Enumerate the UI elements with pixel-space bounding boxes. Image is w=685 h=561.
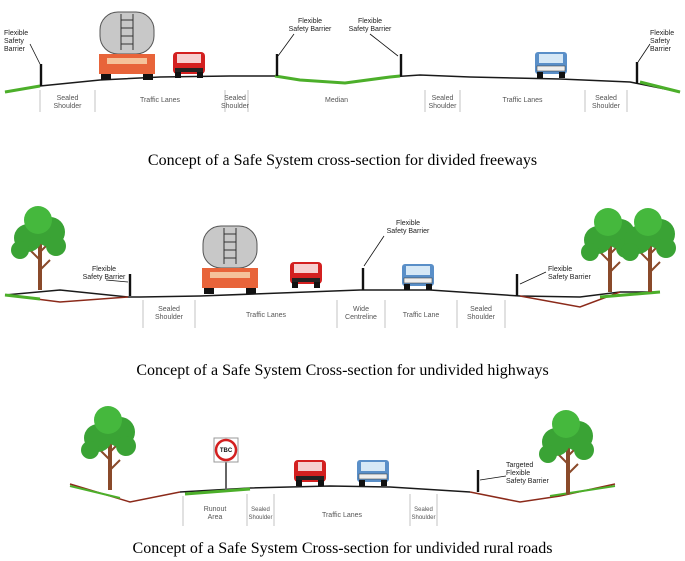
- rural-left-verge: [69, 483, 181, 503]
- highway-callout-barrier-centre: Flexible Safety Barrier: [386, 220, 430, 235]
- highway-callout-barrier-left: Flexible Safety Barrier: [82, 266, 126, 281]
- highway-segment-centreline: Wide Centreline: [345, 306, 377, 321]
- freeway-segment-median: Median: [325, 97, 348, 104]
- highway-red-car: [290, 262, 322, 288]
- rural-right-verge: [469, 483, 616, 503]
- freeway-median-grass: [274, 74, 401, 85]
- freeway-segment-median-shoulder-left: Sealed Shoulder: [220, 95, 250, 110]
- highway-barrier-right: [515, 274, 519, 296]
- rural-callout-barrier: Targeted Flexible Safety Barrier: [506, 462, 549, 485]
- freeway-blue-car: [534, 51, 568, 79]
- freeway-barrier-right: [635, 62, 639, 84]
- rural-left-grass: [69, 485, 121, 499]
- freeway-segment-left-shoulder: Sealed Shoulder: [53, 95, 82, 110]
- highway-tree-left: [9, 204, 68, 292]
- highway-segment-right-lane: Traffic Lane: [402, 312, 440, 319]
- rural-red-car: [294, 460, 326, 486]
- freeway-red-car: [173, 52, 205, 78]
- freeway-segment-left-lanes: Traffic Lanes: [139, 97, 181, 104]
- freeway-tanker: [98, 11, 156, 81]
- freeway-segment-right-lanes: Traffic Lanes: [502, 97, 543, 104]
- highway-tanker: [201, 225, 259, 295]
- highway-callout-barrier-right: Flexible Safety Barrier: [548, 266, 591, 281]
- freeway-right-grass: [639, 80, 681, 94]
- freeway-callout-barrier-left: Flexible Safety Barrier: [4, 30, 29, 53]
- freeway-left-grass: [4, 84, 41, 94]
- rural-blue-car: [356, 459, 390, 487]
- freeway-callout-barrier-median-left: Flexible Safety Barrier: [288, 18, 332, 33]
- rural-caption: Concept of a Safe System Cross-section f…: [132, 540, 553, 557]
- rural-runout-grass: [184, 487, 251, 496]
- highway-segment-left-shoulder: Sealed Shoulder: [154, 306, 184, 321]
- highway-tree-right-2: [619, 206, 678, 294]
- rural-segment-right-shoulder: Sealed Shoulder: [411, 507, 436, 521]
- freeway-barrier-left: [39, 64, 43, 86]
- rural-segment-lanes: Traffic Lanes: [321, 512, 363, 519]
- rural-tree-left: [79, 404, 138, 492]
- freeway-barrier-median-right: [399, 54, 403, 76]
- freeway-callout-barrier-right: Flexible Safety Barrier: [650, 30, 675, 53]
- freeway-caption: Concept of a Safe System cross-section f…: [147, 152, 538, 169]
- highway-barrier-centre: [361, 268, 365, 290]
- speed-sign-text: TBC: [220, 448, 233, 454]
- freeway-barrier-median-left: [275, 54, 279, 76]
- highway-blue-car: [401, 263, 435, 291]
- highway-ground-line: [4, 289, 660, 298]
- rural-barrier: [476, 470, 480, 492]
- speed-sign: TBC: [213, 437, 239, 490]
- highway-segment-left-lanes: Traffic Lanes: [245, 312, 287, 319]
- highway-right-grass: [599, 290, 661, 299]
- rural-segment-runout: Runout Area: [203, 506, 227, 521]
- highway-caption: Concept of a Safe System Cross-section f…: [136, 362, 549, 379]
- highway-segment-right-shoulder: Sealed Shoulder: [466, 306, 496, 321]
- highway-left-grass: [4, 293, 41, 301]
- freeway-segment-right-shoulder: Sealed Shoulder: [591, 95, 621, 110]
- freeway-callout-barrier-median-right: Flexible Safety Barrier: [348, 18, 392, 33]
- rural-right-grass: [549, 485, 616, 497]
- freeway-segment-median-shoulder-right: Sealed Shoulder: [428, 95, 457, 110]
- rural-segment-left-shoulder: Sealed Shoulder: [248, 507, 273, 521]
